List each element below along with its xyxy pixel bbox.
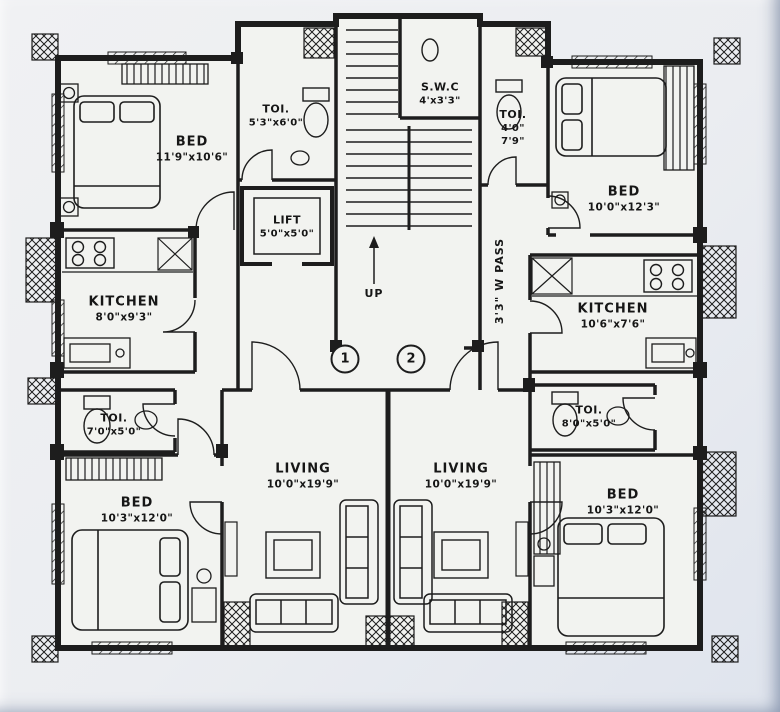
unit-2-badge: 2: [396, 344, 426, 374]
stairs-icon: [346, 29, 472, 284]
coffee-table-icon: [265, 531, 489, 579]
sink-icon: [63, 337, 697, 369]
unit-1-badge: 1: [330, 344, 360, 374]
unit-2-number: 2: [406, 351, 416, 367]
toilet-icon: [83, 38, 579, 444]
tv-cabinet: [224, 521, 529, 577]
bed-icon: [71, 77, 667, 637]
kitchen-counter: [62, 237, 698, 297]
door-swing-icon: [142, 149, 656, 535]
chair-icon: [59, 83, 569, 623]
unit-1-number: 1: [340, 351, 350, 367]
stove-icon: [65, 237, 693, 293]
washbasin-icon: [134, 150, 630, 430]
sofa-icon: [249, 499, 513, 633]
lift-icon: [240, 186, 334, 267]
window-hatch-icon: [51, 51, 707, 655]
